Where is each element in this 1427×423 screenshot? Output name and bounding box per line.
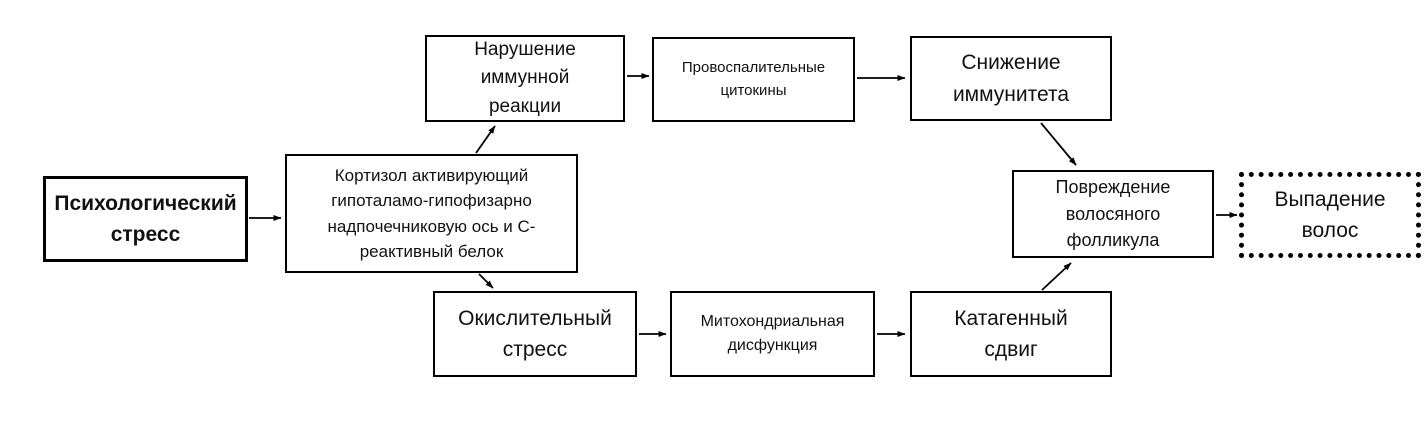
node-label-line: Провоспалительные [681,59,826,77]
node-label-line: Снижение [961,51,1061,75]
node-label-line: Митохондриальная [700,313,845,331]
node-label-line: Выпадение [1274,187,1386,211]
node-label-line: фолликула [1066,230,1160,251]
node-label-line: реактивный белок [359,241,504,261]
node-label-line: иммунной [480,67,570,89]
arrow-immunity-decrease-to-follicle-damage [1040,122,1077,166]
arrow-cortisol-to-immune-disruption [475,125,496,154]
node-oxidative-stress: Окислительный стресс [433,291,637,377]
node-hair-loss: Выпадение волос [1239,172,1421,258]
node-label-line: реакции [488,95,562,117]
node-immune-reaction-disruption: Нарушение иммунной реакции [425,35,625,122]
node-label-line: стресс [502,338,568,361]
node-label-line: волос [1301,219,1359,242]
node-cortisol-axis: Кортизол активирующий гипоталамо-гипофиз… [285,154,578,273]
node-label-line: цитокины [720,81,787,99]
arrow-cortisol-to-oxidative-stress [478,273,494,289]
node-label-line: Повреждение [1055,177,1171,198]
node-immunity-decrease: Снижение иммунитета [910,36,1112,121]
node-mitochondrial-dysfunction: Митохондриальная дисфункция [670,291,875,377]
node-label-line: волосяного [1065,203,1161,224]
node-label-line: Кортизол активирующий [334,166,529,186]
node-hair-follicle-damage: Повреждение волосяного фолликула [1012,170,1214,258]
node-label-line: Окислительный [458,306,612,330]
node-label-line: гипоталамо-гипофизарно [331,191,532,211]
node-psychological-stress: Психологический стресс [43,176,248,262]
node-label-line: стресс [110,223,181,246]
node-proinflammatory-cytokines: Провоспалительные цитокины [652,37,855,122]
node-catagen-shift: Катагенный сдвиг [910,291,1112,377]
arrow-catagen-to-follicle-damage [1041,262,1072,291]
node-label-line: дисфункция [727,337,818,354]
node-label-line: Катагенный [954,306,1068,330]
node-label-line: Нарушение [474,39,576,61]
node-label-line: надпочечниковую ось и С- [327,216,536,236]
node-label-line: Психологический [54,191,237,215]
node-label-line: иммунитета [952,82,1070,106]
node-label-line: сдвиг [984,338,1038,361]
